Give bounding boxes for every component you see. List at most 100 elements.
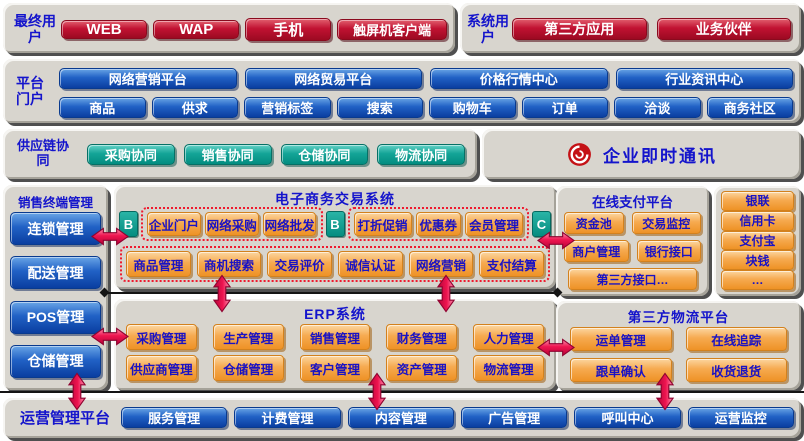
btn-transaction-rating[interactable]: 交易评价 xyxy=(267,251,333,277)
btn-touchscreen-client[interactable]: 触屏机客户端 xyxy=(337,18,447,40)
btn-content-mgmt[interactable]: 内容管理 xyxy=(347,407,454,428)
btn-waybill-mgmt[interactable]: 运单管理 xyxy=(570,327,672,351)
ecommerce-system-panel: 电子商务交易系统 B 企业门户 网络采购 网络批发 B 打折促销 优惠券 会员管… xyxy=(114,185,556,289)
arrow-ecommerce-erp-2 xyxy=(437,274,455,313)
platform-portal-panel: 平台门户 网络营销平台 网络贸易平台 价格行情中心 行业资讯中心 商品 供求 营… xyxy=(3,59,801,123)
enterprise-im-label: 企业即时通讯 xyxy=(603,146,717,166)
btn-network-marketing-platform[interactable]: 网络营销平台 xyxy=(59,67,237,89)
operations-panel: 运营管理平台 服务管理 计费管理 内容管理 广告管理 呼叫中心 运营监控 xyxy=(3,398,801,438)
btn-coupons[interactable]: 优惠券 xyxy=(415,212,461,236)
banks-panel: 银联 信用卡 支付宝 块钱 … xyxy=(714,186,801,296)
arrow-ecommerce-payment xyxy=(537,231,575,250)
btn-opportunity-search[interactable]: 商机搜索 xyxy=(196,251,262,277)
btn-asset-mgmt[interactable]: 资产管理 xyxy=(386,355,458,381)
btn-logistics-mgmt[interactable]: 物流管理 xyxy=(473,355,544,381)
btn-receipt-returns[interactable]: 收货退货 xyxy=(685,358,787,382)
btn-business-community[interactable]: 商务社区 xyxy=(706,96,793,118)
btn-bank-interface[interactable]: 银行接口 xyxy=(636,240,701,262)
btn-warehouse-mgmt[interactable]: 仓储管理 xyxy=(212,355,284,381)
btn-online-tracking[interactable]: 在线追踪 xyxy=(685,327,787,351)
btn-supply-demand[interactable]: 供求 xyxy=(151,96,238,118)
btn-procurement-collab[interactable]: 采购协同 xyxy=(87,143,175,165)
ecommerce-title: 电子商务交易系统 xyxy=(275,191,395,207)
arrow-ecommerce-erp-1 xyxy=(213,274,231,313)
red-spiral-icon xyxy=(568,142,591,166)
btn-network-trade-platform[interactable]: 网络贸易平台 xyxy=(244,67,422,89)
btn-network-marketing[interactable]: 网络营销 xyxy=(408,251,474,277)
end-users-label: 最终用户 xyxy=(14,13,56,46)
ecommerce-group-1: 企业门户 网络采购 网络批发 xyxy=(141,207,323,241)
connector-line-bottom xyxy=(0,391,804,393)
payment-title: 在线支付平台 xyxy=(592,195,673,210)
platform-portal-label: 平台门户 xyxy=(16,75,44,108)
btn-more-banks[interactable]: … xyxy=(721,270,794,290)
btn-price-quotes-center[interactable]: 价格行情中心 xyxy=(430,67,608,89)
btn-merchant-mgmt[interactable]: 商户管理 xyxy=(564,240,629,262)
btn-warehouse-collab[interactable]: 仓储协同 xyxy=(280,143,369,165)
btn-search[interactable]: 搜索 xyxy=(336,96,423,118)
btn-business-partner[interactable]: 业务伙伴 xyxy=(656,18,791,40)
connector-line-mid xyxy=(104,292,558,294)
sales-terminal-panel: 销售终端管理 连锁管理 配送管理 POS管理 仓储管理 xyxy=(3,185,108,390)
btn-production-mgmt[interactable]: 生产管理 xyxy=(212,324,284,350)
btn-sales-collab[interactable]: 销售协同 xyxy=(183,143,272,165)
arrow-logistics-operations xyxy=(656,372,674,411)
btn-web[interactable]: WEB xyxy=(61,19,148,39)
btn-network-procurement[interactable]: 网络采购 xyxy=(204,212,259,236)
btn-shopping-cart[interactable]: 购物车 xyxy=(429,96,516,118)
btn-transaction-monitoring[interactable]: 交易监控 xyxy=(631,212,701,234)
ecommerce-group-2: 打折促销 优惠券 会员管理 xyxy=(347,207,529,241)
btn-customer-mgmt[interactable]: 客户管理 xyxy=(299,355,371,381)
btn-distribution-management[interactable]: 配送管理 xyxy=(10,256,101,290)
btn-logistics-collab[interactable]: 物流协同 xyxy=(377,143,465,165)
btn-enterprise-portal[interactable]: 企业门户 xyxy=(147,212,201,236)
btn-unionpay[interactable]: 银联 xyxy=(721,191,794,211)
btn-product-management[interactable]: 商品管理 xyxy=(126,251,191,277)
btn-credit-card[interactable]: 信用卡 xyxy=(721,210,794,231)
logistics-title: 第三方物流平台 xyxy=(627,310,730,325)
supply-chain-label: 供应链协同 xyxy=(16,138,69,168)
btn-kuaiqian[interactable]: 块钱 xyxy=(721,250,794,271)
btn-negotiation[interactable]: 洽谈 xyxy=(614,96,701,118)
btn-products[interactable]: 商品 xyxy=(59,96,146,118)
btn-capital-pool[interactable]: 资金池 xyxy=(564,212,624,234)
btn-mobile[interactable]: 手机 xyxy=(245,17,332,41)
btn-pos-management[interactable]: POS管理 xyxy=(10,300,101,334)
enterprise-im-panel: 企业即时通讯 xyxy=(482,129,801,179)
btn-sales-mgmt[interactable]: 销售管理 xyxy=(299,324,371,350)
btn-integrity-certification[interactable]: 诚信认证 xyxy=(338,251,403,277)
btn-chain-management[interactable]: 连锁管理 xyxy=(10,212,101,245)
btn-member-management[interactable]: 会员管理 xyxy=(464,212,523,236)
btn-third-party-interface[interactable]: 第三方接口… xyxy=(568,268,697,290)
arrow-sidebar-operations xyxy=(68,372,86,411)
btn-wap[interactable]: WAP xyxy=(153,19,240,39)
btn-service-mgmt[interactable]: 服务管理 xyxy=(121,407,228,428)
badge-b2: B xyxy=(325,211,345,237)
btn-finance-mgmt[interactable]: 财务管理 xyxy=(386,324,458,350)
btn-supplier-mgmt[interactable]: 供应商管理 xyxy=(126,355,197,381)
btn-orders[interactable]: 订单 xyxy=(521,96,608,118)
btn-marketing-tags[interactable]: 营销标签 xyxy=(244,96,331,118)
btn-industry-info-center[interactable]: 行业资讯中心 xyxy=(615,67,793,89)
btn-advertising-mgmt[interactable]: 广告管理 xyxy=(460,407,568,428)
btn-third-party-app[interactable]: 第三方应用 xyxy=(512,18,647,40)
arrow-erp-operations xyxy=(368,372,386,411)
btn-alipay[interactable]: 支付宝 xyxy=(721,230,794,251)
btn-procurement-mgmt[interactable]: 采购管理 xyxy=(126,324,197,350)
btn-discount-promotion[interactable]: 打折促销 xyxy=(353,212,412,236)
btn-order-confirmation[interactable]: 跟单确认 xyxy=(570,358,672,382)
btn-operations-monitoring[interactable]: 运营监控 xyxy=(687,407,794,428)
btn-warehouse-management[interactable]: 仓储管理 xyxy=(10,344,101,378)
btn-call-center[interactable]: 呼叫中心 xyxy=(574,407,681,428)
arrow-sidebar-erp xyxy=(91,327,129,346)
btn-billing-mgmt[interactable]: 计费管理 xyxy=(234,407,341,428)
sales-terminal-title: 销售终端管理 xyxy=(17,196,93,210)
btn-hr-mgmt[interactable]: 人力管理 xyxy=(473,324,544,350)
btn-payment-settlement[interactable]: 支付结算 xyxy=(479,251,545,277)
btn-network-wholesale[interactable]: 网络批发 xyxy=(262,212,317,236)
erp-system-panel: ERP系统 采购管理 生产管理 销售管理 财务管理 人力管理 供应商管理 仓储管… xyxy=(114,299,556,390)
system-users-label: 系统用户 xyxy=(467,13,509,46)
arrow-sidebar-ecommerce xyxy=(91,227,129,246)
erp-title: ERP系统 xyxy=(304,306,366,322)
